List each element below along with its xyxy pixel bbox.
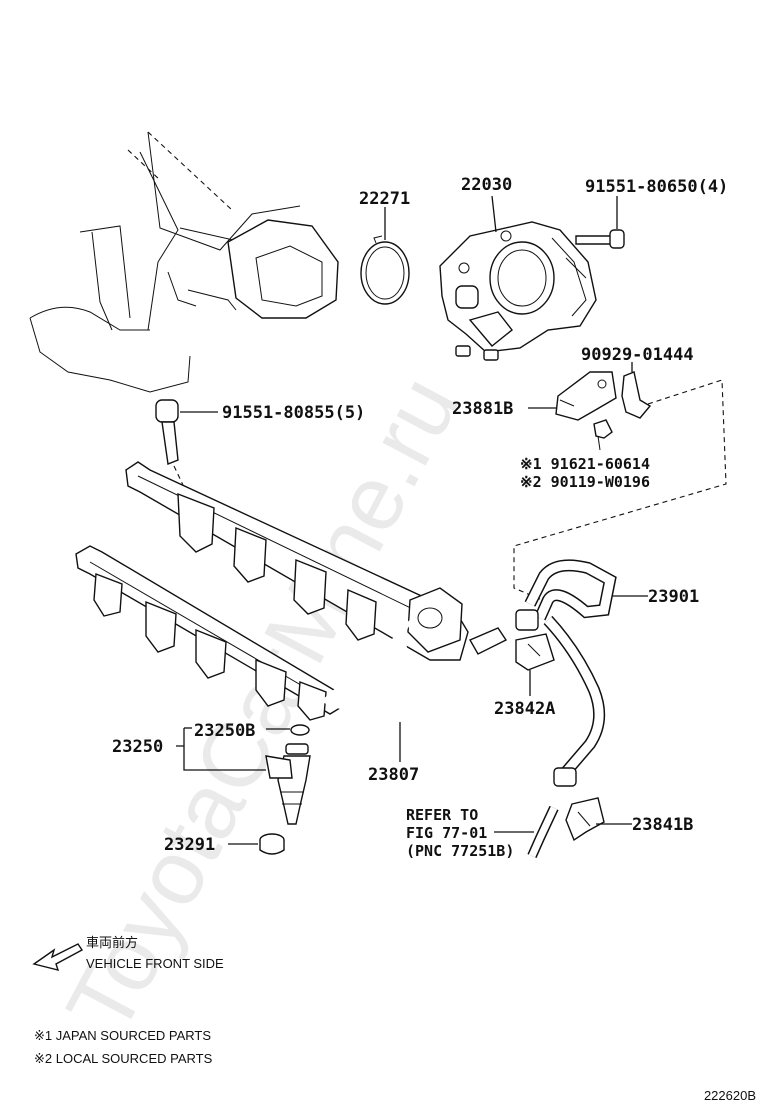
label-23842A: 23842A [494, 699, 555, 719]
note-local-sourced: ※2 LOCAL SOURCED PARTS [34, 1051, 213, 1066]
label-23841B: 23841B [632, 815, 693, 835]
o-ring-23250B[interactable] [290, 724, 310, 736]
clamp-90929-01444[interactable] [621, 371, 652, 419]
throttle-body-22030[interactable] [439, 221, 597, 361]
note-japan-sourced: ※1 JAPAN SOURCED PARTS [34, 1028, 211, 1043]
vehicle-front-arrow-icon [32, 943, 84, 971]
figure-code: 222620B [704, 1088, 756, 1103]
refer-line-3: (PNC 77251B) [406, 842, 514, 860]
insulator-23291[interactable] [259, 833, 285, 855]
lower-fuel-rail[interactable] [75, 545, 341, 721]
fuel-hose-23901[interactable] [515, 559, 617, 787]
fuel-injector-23250[interactable] [265, 743, 311, 825]
label-23250: 23250 [112, 737, 163, 757]
intake-manifold-drawing [29, 131, 339, 393]
label-23807: 23807 [368, 765, 419, 785]
bolt-91621-60614[interactable] [593, 419, 613, 451]
label-91551-80650: 91551-80650(4) [585, 177, 728, 197]
connector-23841B[interactable] [565, 797, 605, 842]
label-22271: 22271 [359, 189, 410, 209]
label-23250B: 23250B [194, 721, 255, 741]
label-23291: 23291 [164, 835, 215, 855]
label-91621-60614: ※1 91621-60614 [520, 455, 650, 473]
bracket-23881B[interactable] [555, 371, 617, 421]
direction-japanese: 車両前方 [86, 935, 138, 950]
connector-23842A[interactable] [515, 633, 555, 671]
label-22030: 22030 [461, 175, 512, 195]
refer-line-1: REFER TO [406, 806, 478, 824]
label-90119-W0196: ※2 90119-W0196 [520, 473, 650, 491]
bolt-91551-80650[interactable] [575, 229, 625, 249]
upper-fuel-rail[interactable] [125, 461, 469, 661]
bolt-91551-80855[interactable] [155, 399, 179, 465]
label-91551-80855: 91551-80855(5) [222, 403, 365, 423]
label-23881B: 23881B [452, 399, 513, 419]
direction-english: VEHICLE FRONT SIDE [86, 956, 224, 971]
refer-line-2: FIG 77-01 [406, 824, 487, 842]
label-23901: 23901 [648, 587, 699, 607]
label-90929-01444: 90929-01444 [581, 345, 694, 365]
refer-hose [527, 805, 559, 859]
gasket-22271[interactable] [360, 235, 410, 305]
fuel-pipe-23807[interactable] [321, 616, 508, 719]
